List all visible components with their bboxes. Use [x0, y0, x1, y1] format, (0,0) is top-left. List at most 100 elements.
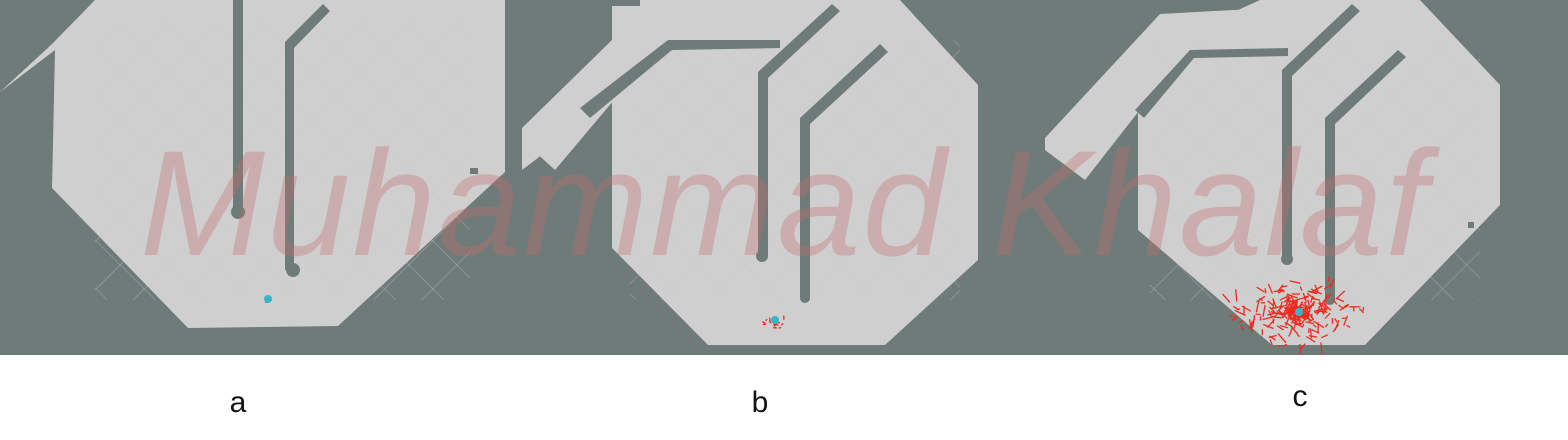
particle	[1292, 311, 1295, 321]
particle	[1305, 321, 1314, 325]
particle	[1273, 313, 1278, 318]
panel-b-grid-overlay	[630, 40, 960, 300]
particle	[1266, 318, 1276, 329]
particle	[1269, 339, 1273, 346]
particle	[1309, 295, 1314, 303]
particle	[1240, 324, 1244, 331]
particle	[1321, 334, 1329, 339]
particle	[1303, 301, 1308, 311]
particle	[768, 317, 771, 323]
particle	[1293, 296, 1306, 302]
particle	[777, 321, 780, 324]
particle	[1343, 315, 1349, 326]
particle	[1255, 300, 1260, 313]
particle	[1335, 290, 1346, 300]
particle	[780, 322, 784, 326]
particle	[1311, 328, 1320, 334]
particle	[778, 326, 782, 329]
panel-b-top-corridor	[522, 0, 900, 170]
panel-b-walls	[505, 0, 888, 303]
particle	[1222, 293, 1231, 303]
panel-c-grid-overlay	[1150, 40, 1480, 300]
particle	[1293, 320, 1298, 330]
particle	[1272, 301, 1275, 309]
particle	[1310, 301, 1315, 309]
particle	[1303, 295, 1310, 300]
particle	[1277, 332, 1287, 344]
particle	[1332, 299, 1338, 305]
particle	[1236, 308, 1241, 311]
particle	[1310, 297, 1321, 301]
particle	[761, 321, 766, 324]
particle	[1288, 299, 1298, 307]
particle	[1264, 288, 1267, 294]
particle	[1310, 288, 1322, 295]
particle	[1320, 342, 1323, 355]
particle	[1300, 343, 1306, 350]
particle	[1323, 293, 1333, 302]
particle	[1308, 304, 1313, 310]
particle	[1332, 324, 1340, 333]
particle	[1283, 296, 1293, 303]
particle	[1276, 325, 1284, 331]
panel-b-robot-marker	[771, 316, 779, 324]
panel-c-robot-marker	[1295, 308, 1303, 316]
particle	[1280, 324, 1289, 329]
panel-a-walls	[231, 0, 478, 277]
particle	[1228, 313, 1234, 318]
particle	[1235, 289, 1238, 302]
particle	[762, 323, 767, 326]
particle	[1318, 300, 1327, 310]
particle	[1336, 297, 1345, 303]
particle	[1258, 297, 1264, 302]
panel-a-grid-overlay	[95, 20, 470, 300]
particle	[1346, 324, 1351, 328]
particle	[1262, 304, 1266, 317]
particle	[1238, 319, 1244, 323]
panel-a-map	[0, 0, 505, 355]
particle	[1323, 284, 1332, 290]
particle	[1284, 301, 1289, 307]
particle	[1267, 300, 1274, 306]
particle	[1267, 283, 1274, 294]
particle	[1296, 333, 1301, 338]
particle	[1307, 314, 1310, 321]
particle	[1267, 311, 1280, 316]
particle	[1305, 335, 1316, 343]
particle	[1299, 286, 1303, 292]
particle	[1248, 319, 1252, 330]
panel-c-top-corridor	[1045, 0, 1420, 180]
particle	[1281, 343, 1288, 348]
particle	[1241, 305, 1252, 312]
particle	[1232, 315, 1237, 321]
particle	[1269, 306, 1276, 313]
particle	[1278, 310, 1288, 319]
particle	[1324, 323, 1329, 328]
particle	[1287, 299, 1293, 311]
particle	[1308, 335, 1318, 338]
particle	[1281, 285, 1288, 288]
particle	[1299, 344, 1302, 355]
particle	[1324, 303, 1327, 313]
particle	[1272, 298, 1278, 309]
panel-a-label: a	[229, 386, 247, 419]
panel-a-robot-marker	[264, 295, 272, 303]
particle	[1284, 321, 1294, 328]
particle	[1322, 303, 1332, 311]
particle	[765, 318, 768, 322]
panel-c-label: c	[1292, 380, 1308, 413]
particle	[1283, 311, 1295, 315]
panel-b-label: b	[751, 386, 769, 419]
particle	[1339, 304, 1349, 311]
particle	[1256, 286, 1265, 293]
particle	[1311, 285, 1323, 293]
panel-c-map	[1045, 0, 1568, 355]
particle	[1290, 326, 1299, 335]
particle	[1279, 287, 1285, 293]
particle	[1270, 316, 1282, 319]
particle	[1301, 323, 1305, 328]
particle	[1288, 328, 1293, 337]
particle	[1288, 312, 1292, 321]
particle	[1312, 324, 1317, 328]
